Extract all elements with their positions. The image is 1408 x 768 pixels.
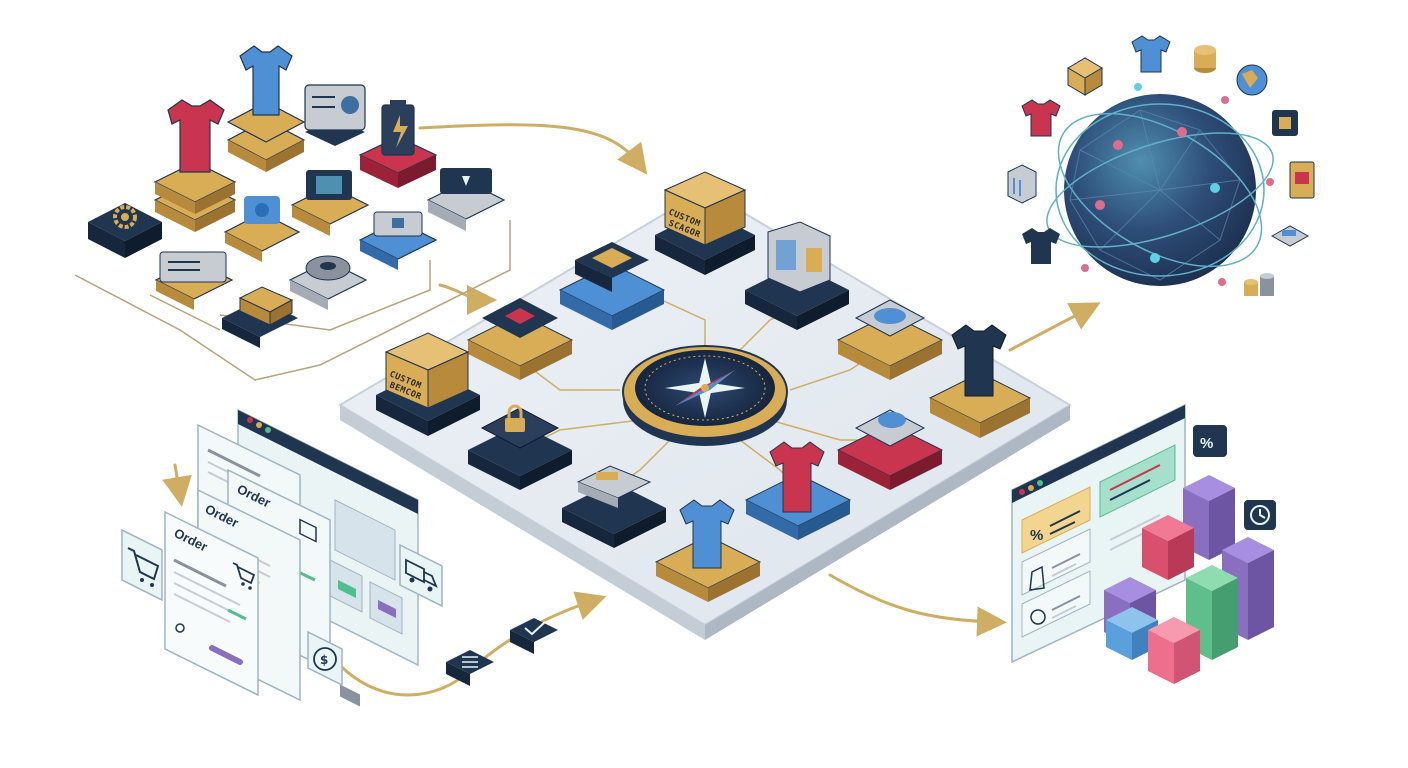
tile-tshirt-blue [654, 499, 762, 602]
tile-custom-box-left: CUSTOM BEMCOR [376, 332, 480, 436]
tile-chip-top-left [558, 242, 666, 330]
drive-icon [159, 251, 227, 283]
list-badge [446, 650, 494, 686]
percent-icon: % [1200, 435, 1213, 452]
sensor-tile [223, 196, 301, 262]
analytics-dashboard: % [1011, 403, 1276, 684]
tshirt-icon [1021, 99, 1061, 137]
shopping-cart-icon [127, 547, 160, 581]
tile-disk-right [836, 299, 944, 380]
central-platform: CUSTOM SCAGOR [338, 171, 1072, 640]
cube-blue [1106, 607, 1158, 660]
tshirt-stack-blue [226, 45, 306, 172]
orbit-rings [1046, 103, 1274, 277]
package-icon [1067, 57, 1103, 96]
tile-red-device [836, 409, 944, 490]
building-icon [1007, 164, 1037, 204]
dollar-icon: $ [320, 653, 328, 667]
server-icon [767, 221, 831, 293]
arrow-orders-inbound [162, 463, 192, 507]
package-tile-small [222, 286, 298, 348]
bar-chart-icon [1104, 475, 1274, 684]
tshirt-icon [679, 499, 735, 569]
tile-scanner [562, 465, 666, 548]
server-tile [304, 84, 366, 146]
network-nodes [1081, 83, 1274, 286]
tile-tshirt-right [928, 324, 1032, 438]
coin-stack-icon [1194, 45, 1216, 73]
percent-badge: % [1193, 425, 1227, 457]
tshirt-icon [167, 99, 225, 173]
order-card-front: Order [164, 510, 259, 697]
user-icon [175, 623, 185, 633]
tile-tshirt-red [744, 441, 852, 540]
arrow-inventory-to-platform-lower [438, 283, 497, 315]
metric-row-percent: % [1021, 486, 1091, 554]
checkmark-icon [524, 621, 546, 636]
metric-row-clock [1021, 570, 1091, 638]
server-icon [1270, 225, 1310, 247]
dollar-badge: $ [307, 630, 343, 687]
clock-icon [1250, 505, 1270, 525]
inventory-cluster [74, 45, 511, 381]
global-network [1007, 35, 1315, 296]
metric-row-money [1021, 528, 1091, 596]
list-icon [462, 656, 478, 668]
order-windows: Order Order Order [121, 408, 558, 707]
gear-icon [113, 205, 137, 229]
tile-chip-left [466, 298, 574, 380]
globe-facets [1069, 109, 1241, 281]
clock-badge [1244, 500, 1276, 530]
package-icon [299, 518, 317, 543]
side-panel [1099, 444, 1176, 551]
battery-tile [358, 100, 438, 188]
tile-custom-box-top: CUSTOM SCAGOR [655, 171, 755, 275]
disk-tile [288, 255, 368, 310]
chip-tile-2 [426, 168, 506, 231]
microchip-icon [592, 248, 632, 268]
tshirt-icon [1131, 35, 1171, 73]
tile-server-right [745, 221, 849, 330]
delivery-truck-icon [405, 558, 438, 588]
padlock-icon [505, 418, 525, 432]
tile-lock [468, 404, 572, 490]
tshirt-stack-red [153, 99, 237, 232]
disk-icon [874, 308, 906, 324]
arrow-inventory-to-platform [418, 123, 648, 175]
cart-badge [121, 528, 163, 602]
chip-tile-1 [290, 170, 370, 236]
tshirt-icon [1022, 228, 1060, 264]
gear-tile [88, 203, 162, 258]
coin-stack-icon [1244, 273, 1274, 296]
drive-tile [154, 251, 234, 310]
microchip-icon [505, 308, 535, 324]
money-bag-icon [1029, 565, 1045, 591]
check-badge [510, 618, 558, 654]
compass-hub [622, 345, 788, 446]
module-tile-blue [358, 211, 438, 270]
cube-green [1186, 565, 1238, 660]
truck-badge [399, 543, 443, 608]
shopping-cart-icon [232, 562, 256, 590]
arrow-platform-to-analytics [828, 573, 1007, 637]
cube-purple-tall [1183, 475, 1235, 560]
tshirt-icon [951, 324, 1007, 397]
percent-icon: % [1030, 527, 1043, 544]
tshirt-icon [239, 45, 293, 116]
arrow-platform-to-globe [1008, 302, 1101, 352]
mouse-icon [878, 412, 906, 428]
cube-red [1142, 515, 1194, 580]
clock-icon [1030, 609, 1046, 625]
tshirt-icon [769, 441, 825, 513]
cube-pink [1148, 617, 1200, 684]
